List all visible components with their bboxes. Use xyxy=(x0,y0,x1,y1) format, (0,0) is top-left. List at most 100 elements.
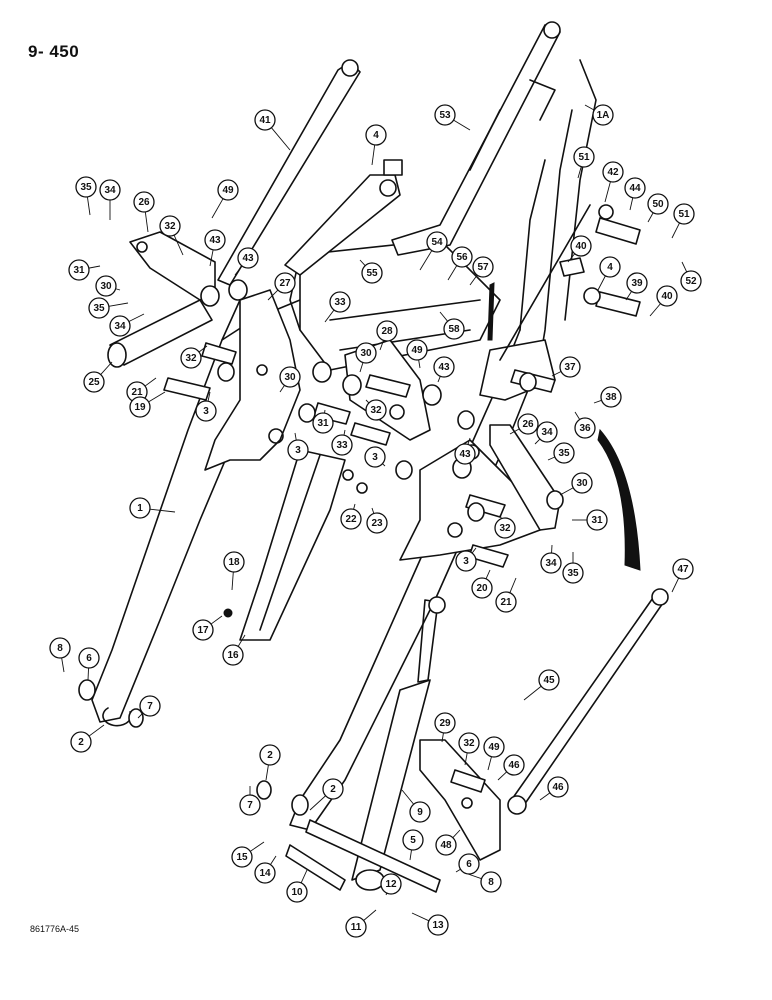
callout-circle xyxy=(427,914,449,936)
callout-leader xyxy=(597,275,606,291)
callout-leader xyxy=(509,428,520,435)
callout-circle xyxy=(345,916,367,938)
callout-label: 18 xyxy=(228,557,240,568)
callout-circle xyxy=(480,871,502,893)
callout-2: 2 xyxy=(309,778,344,811)
callout-label: 20 xyxy=(476,583,488,594)
callout-leader xyxy=(137,712,144,719)
callout-label: 43 xyxy=(459,449,471,460)
pin-25 xyxy=(107,299,213,368)
callout-leader xyxy=(108,302,129,307)
callout-label: 23 xyxy=(371,518,383,529)
callout-leader xyxy=(467,437,471,445)
callout-circle xyxy=(380,873,402,895)
callout-35: 35 xyxy=(88,297,129,319)
callout-label: 3 xyxy=(372,452,378,463)
callout-leader xyxy=(365,399,370,404)
callout-label: 50 xyxy=(652,199,664,210)
callout-53: 53 xyxy=(434,104,471,131)
callout-label: 5 xyxy=(410,835,416,846)
callout-leader xyxy=(300,869,308,884)
callout-8: 8 xyxy=(467,871,502,893)
callout-32: 32 xyxy=(458,732,480,766)
callout-circle xyxy=(254,109,276,131)
callout-circle xyxy=(365,399,387,421)
callout-leader xyxy=(509,577,517,593)
tilt-link-41 xyxy=(217,59,361,286)
callout-circle xyxy=(274,272,296,294)
callout-20: 20 xyxy=(471,569,493,599)
callout-leader xyxy=(371,144,376,166)
callout-label: 32 xyxy=(499,523,511,534)
callout-circle xyxy=(409,801,431,823)
callout-label: 17 xyxy=(197,625,209,636)
callout-21: 21 xyxy=(495,577,517,613)
callout-circle xyxy=(483,736,505,758)
callout-circle xyxy=(217,179,239,201)
callout-47: 47 xyxy=(671,558,694,593)
callout-33: 33 xyxy=(331,429,353,456)
callout-49: 49 xyxy=(406,339,428,369)
callout-circle xyxy=(68,259,90,281)
callout-leader xyxy=(371,507,375,514)
callout-leader xyxy=(604,181,611,203)
callout-leader xyxy=(294,432,297,441)
callout-circle xyxy=(129,497,151,519)
callout-41: 41 xyxy=(254,109,291,151)
callout-label: 43 xyxy=(209,235,221,246)
callout-label: 34 xyxy=(104,185,116,196)
callout-circle xyxy=(571,472,593,494)
callout-label: 1 xyxy=(137,503,143,514)
callout-6: 6 xyxy=(455,853,480,875)
callout-leader xyxy=(100,361,113,375)
callout-1A: 1A xyxy=(584,104,614,126)
callout-label: 35 xyxy=(93,303,105,314)
callout-label: 7 xyxy=(247,800,253,811)
callout-circle xyxy=(455,550,477,572)
callout-leader xyxy=(324,309,335,323)
callout-circle xyxy=(656,285,678,307)
callout-circle xyxy=(75,176,97,198)
callout-circle xyxy=(286,881,308,903)
callout-label: 34 xyxy=(114,321,126,332)
callout-label: 32 xyxy=(185,353,197,364)
callout-label: 43 xyxy=(438,362,450,373)
callout-circle xyxy=(547,776,569,798)
callout-26: 26 xyxy=(133,191,155,233)
bell-crank-upper xyxy=(284,159,403,276)
callout-circle xyxy=(592,104,614,126)
callout-circle xyxy=(472,256,494,278)
callout-label: 56 xyxy=(456,252,468,263)
callout-leader xyxy=(625,291,632,301)
callout-46: 46 xyxy=(539,776,569,801)
callout-circle xyxy=(494,517,516,539)
callout-57: 57 xyxy=(469,256,494,286)
callout-26: 26 xyxy=(509,413,539,435)
callout-label: 52 xyxy=(685,276,697,287)
callout-circle xyxy=(602,161,624,183)
callout-leader xyxy=(497,771,508,781)
callout-14: 14 xyxy=(254,855,277,884)
callout-leader xyxy=(647,212,654,223)
callout-label: 30 xyxy=(284,372,296,383)
callout-37: 37 xyxy=(551,356,581,378)
tilt-cylinder-53 xyxy=(391,21,561,256)
callout-circle xyxy=(426,231,448,253)
callout-leader xyxy=(267,289,279,301)
callout-circle xyxy=(223,551,245,573)
callout-label: 26 xyxy=(138,197,150,208)
callout-17: 17 xyxy=(192,615,223,641)
callout-label: 39 xyxy=(631,278,643,289)
callout-11: 11 xyxy=(345,909,377,938)
callout-circle xyxy=(287,439,309,461)
callout-circle xyxy=(451,246,473,268)
callout-36: 36 xyxy=(574,411,596,439)
callout-leader xyxy=(471,547,477,554)
callout-leader xyxy=(539,792,551,801)
callout-leader xyxy=(265,764,269,781)
callout-6: 6 xyxy=(78,647,100,681)
callout-circle xyxy=(536,421,558,443)
callout-circle xyxy=(231,846,253,868)
callout-54: 54 xyxy=(419,231,448,271)
callout-leader xyxy=(250,841,265,852)
